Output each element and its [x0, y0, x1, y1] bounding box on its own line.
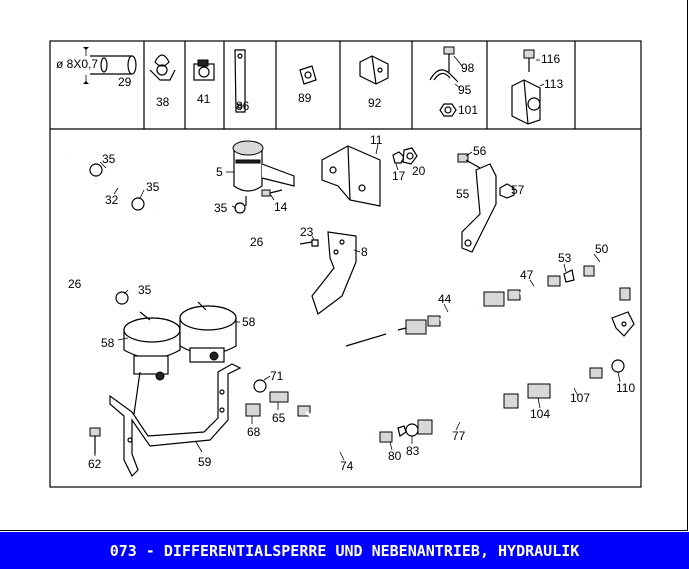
hose-spec-label: ø 8X0,7	[56, 57, 98, 71]
callout-38: 38	[156, 95, 170, 109]
brake-line-74	[305, 410, 377, 452]
bolt-clamp-nut-icon: 98 95 101	[429, 46, 478, 117]
bolt-62	[89, 427, 101, 454]
bracket-11	[321, 145, 418, 207]
clip-89-icon: 89	[298, 65, 317, 105]
callout-95: 95	[458, 83, 472, 97]
pipe-44-47-50	[345, 260, 635, 347]
bracket-55	[457, 153, 515, 253]
callout-14: 14	[274, 200, 288, 214]
callout-11: 11	[370, 133, 383, 147]
bracket-92-icon: 92	[359, 55, 389, 110]
caption-bar: 073 - DIFFERENTIALSPERRE UND NEBENANTRIE…	[0, 532, 689, 569]
valve-assembly-58	[123, 293, 237, 381]
callout-47: 47	[520, 268, 534, 282]
callout-98: 98	[461, 61, 475, 75]
diagram-caption: 073 - DIFFERENTIALSPERRE UND NEBENANTRIE…	[109, 541, 580, 560]
callout-80: 80	[388, 449, 402, 463]
bracket-8	[299, 231, 357, 315]
bolt-bracket-icon: 116 113	[511, 49, 563, 125]
tee-fitting-32	[89, 163, 145, 211]
callout-41: 41	[197, 92, 211, 106]
callout-58: 58	[101, 336, 115, 350]
diagram-border	[49, 40, 642, 488]
diagram-frame: ø 8X0,7 29 38 41 86 89 92	[0, 0, 688, 531]
callout-59: 59	[198, 455, 212, 469]
callout-50: 50	[595, 242, 609, 256]
hose-clamp-35	[115, 291, 129, 305]
callout-101: 101	[458, 103, 478, 117]
callout-53: 53	[558, 251, 572, 265]
hose-26-left	[62, 155, 122, 300]
hose-77	[417, 393, 519, 435]
strap-86-icon: 86	[234, 49, 250, 113]
callout-44: 44	[438, 292, 452, 306]
callout-35: 35	[138, 283, 152, 297]
callout-35: 35	[146, 180, 160, 194]
hose-104-107-110	[527, 359, 625, 399]
callout-20: 20	[412, 164, 426, 178]
fittings-65-68-71	[245, 379, 311, 417]
callout-35: 35	[102, 152, 116, 166]
callout-62: 62	[88, 457, 102, 471]
callout-83: 83	[406, 444, 420, 458]
callout-92: 92	[368, 96, 382, 110]
callout-26: 26	[68, 277, 82, 291]
parts-diagram: ø 8X0,7 29 38 41 86 89 92	[49, 40, 642, 488]
callout-58: 58	[242, 315, 256, 329]
callout-55: 55	[456, 187, 470, 201]
callout-68: 68	[247, 425, 261, 439]
reservoir-5	[232, 140, 295, 214]
hose-26-middle	[155, 204, 248, 261]
callout-77: 77	[452, 429, 466, 443]
clamp-41-icon: 41	[193, 59, 215, 106]
callout-89: 89	[298, 91, 312, 105]
callout-86: 86	[236, 99, 250, 113]
callout-5: 5	[216, 165, 223, 179]
callout-56: 56	[473, 144, 487, 158]
callout-35: 35	[214, 201, 228, 215]
callout-57: 57	[511, 183, 525, 197]
callout-labels: 35 32 35 5 35 14 11 17 20 56 55 57 26 23…	[68, 133, 635, 473]
callout-29: 29	[118, 75, 132, 89]
fittings-80-83	[379, 423, 419, 443]
callout-107: 107	[570, 391, 590, 405]
callout-74: 74	[340, 459, 354, 473]
mounting-bracket-59	[109, 363, 242, 478]
callout-17: 17	[392, 169, 406, 183]
leader-lines	[94, 143, 621, 461]
callout-32: 32	[105, 193, 119, 207]
callout-113: 113	[544, 77, 563, 91]
legend-separators	[143, 41, 576, 129]
callout-116: 116	[541, 52, 560, 66]
callout-110: 110	[616, 381, 635, 395]
callout-26: 26	[250, 235, 264, 249]
callout-71: 71	[270, 369, 284, 383]
callout-23: 23	[300, 225, 314, 239]
clip-38-icon: 38	[149, 54, 176, 109]
callout-8: 8	[361, 245, 368, 259]
callout-65: 65	[272, 411, 286, 425]
legend-hose: ø 8X0,7 29	[56, 47, 137, 89]
callout-104: 104	[530, 407, 550, 421]
